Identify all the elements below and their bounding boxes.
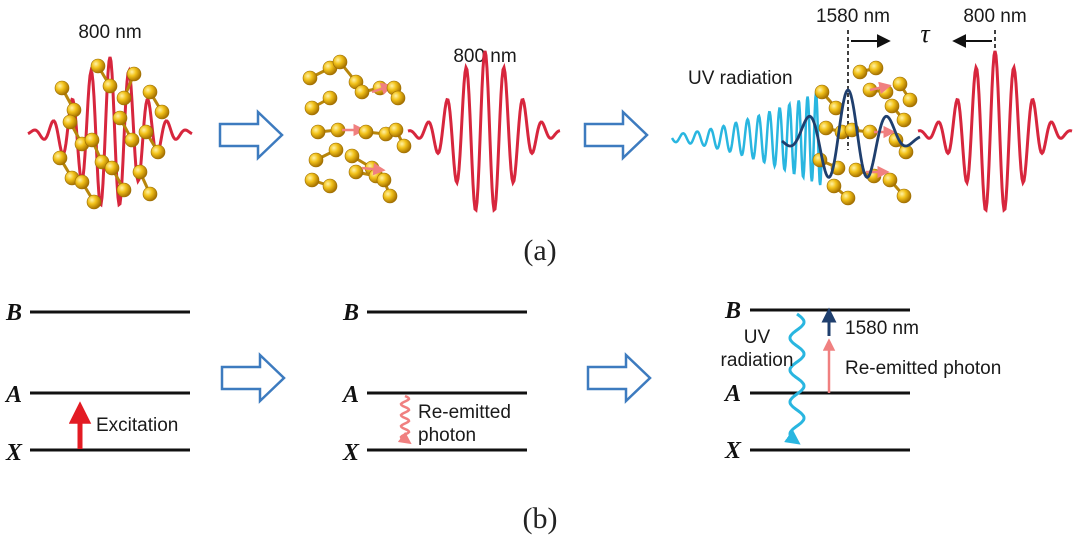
rotation-arrow: [361, 162, 386, 176]
molecule: [308, 142, 344, 168]
molecule: [892, 76, 918, 108]
panel-b: B A X Excitation B A X Re-emitted photon…: [4, 298, 1001, 535]
molecule: [112, 110, 140, 148]
process-arrow-b2: [586, 352, 652, 404]
molecule: [826, 178, 856, 206]
stage-a2: 800 nm: [302, 46, 561, 213]
uv-label-line1: UV: [744, 327, 771, 348]
level-a-label-1: A: [4, 382, 22, 408]
molecule: [116, 66, 142, 106]
caption-b: (b): [523, 502, 558, 535]
revived-molecules: [812, 60, 918, 206]
panel-a: 800 nm 800 nm UV radiation 1580 nm 800 n…: [27, 6, 1073, 267]
molecule: [844, 122, 896, 140]
molecule: [304, 90, 338, 116]
pump-pulse-1: [27, 56, 193, 208]
stage-a3: UV radiation 1580 nm 800 nm τ: [670, 6, 1073, 213]
reemitted-label-line2: photon: [418, 425, 476, 446]
uv-pulse: [670, 92, 823, 186]
level-b-label-2: B: [342, 300, 359, 326]
molecule: [74, 174, 102, 210]
pump-pulse-2: [407, 50, 561, 213]
molecule: [354, 80, 394, 100]
level-diagram-2: B A X Re-emitted photon: [341, 300, 527, 466]
molecule: [814, 84, 844, 116]
molecule: [358, 124, 394, 142]
level-x-label-1: X: [5, 440, 23, 466]
molecule: [862, 81, 894, 100]
reemitted-photon-label: Re-emitted photon: [845, 358, 1001, 379]
molecule: [104, 160, 132, 198]
molecule: [142, 84, 170, 120]
stage-a1: 800 nm: [27, 22, 193, 210]
pump-pulse-3: [917, 50, 1073, 213]
level-b-label-1: B: [5, 300, 22, 326]
process-arrow-a1: [218, 109, 284, 161]
probe-wavelength-label: 1580 nm: [816, 6, 890, 27]
molecule: [376, 172, 398, 204]
molecule: [310, 122, 366, 140]
uv-label-line2: radiation: [721, 350, 794, 371]
molecule: [818, 120, 850, 140]
molecule: [132, 164, 158, 202]
excitation-label: Excitation: [96, 415, 178, 436]
probe-pulse-1580: [781, 88, 921, 179]
molecule: [302, 60, 338, 86]
molecule: [90, 58, 118, 94]
level-a-label-2: A: [341, 382, 359, 408]
reemission-arrow: [397, 394, 412, 445]
delay-symbol: τ: [920, 19, 931, 48]
process-arrow-a2: [583, 109, 649, 161]
molecule: [882, 172, 912, 204]
molecule: [54, 80, 82, 118]
uv-radiation-label: UV radiation: [688, 68, 793, 89]
level-x-label-3: X: [724, 438, 742, 464]
molecule: [138, 124, 166, 160]
level-x-label-2: X: [342, 440, 360, 466]
caption-a: (a): [523, 234, 556, 267]
rotating-molecules: [302, 54, 412, 204]
aligned-molecules: [52, 58, 170, 210]
molecule: [852, 60, 884, 80]
process-arrow-b1: [220, 352, 286, 404]
pump-wavelength-label-1: 800 nm: [78, 22, 141, 43]
level-diagram-3: B A X UV radiation 1580 nm Re-emitted ph…: [721, 298, 1002, 464]
probe-1580-label: 1580 nm: [845, 318, 919, 339]
molecule: [812, 152, 846, 176]
molecule: [332, 54, 364, 90]
level-b-label-3: B: [724, 298, 741, 324]
pump-wavelength-label-3: 800 nm: [963, 6, 1026, 27]
molecule: [388, 122, 412, 154]
level-a-label-3: A: [723, 381, 741, 407]
uv-emission-arrow: [784, 312, 806, 445]
rotation-arrow: [869, 81, 892, 94]
molecule: [884, 98, 912, 128]
molecule: [304, 172, 338, 194]
molecule: [848, 162, 890, 184]
level-diagram-1: B A X Excitation: [4, 300, 190, 466]
reemitted-label-line1: Re-emitted: [418, 402, 511, 423]
molecule: [386, 80, 406, 106]
